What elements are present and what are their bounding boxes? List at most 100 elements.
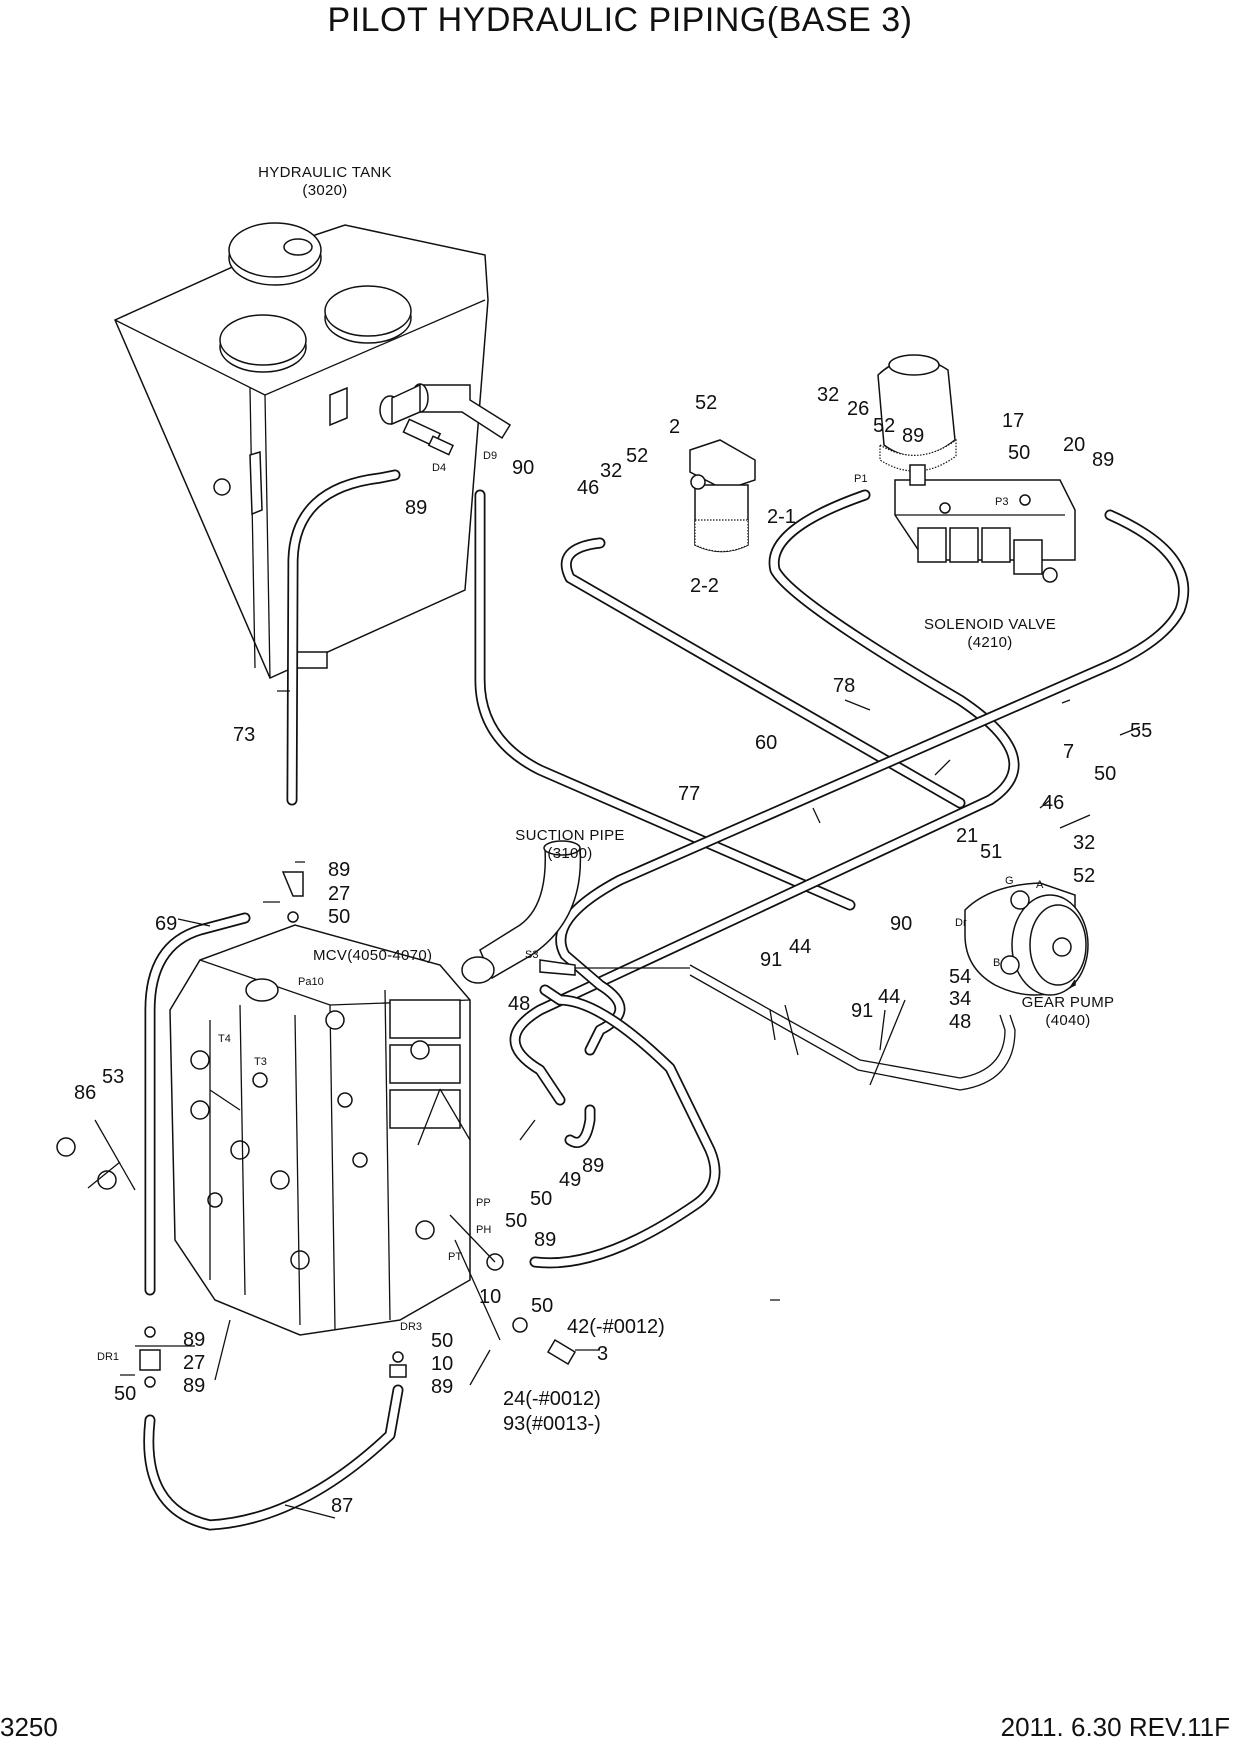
callout-54: 54 — [949, 966, 971, 988]
callout-89: 89 — [405, 497, 427, 519]
caption-solenoid-name: SOLENOID VALVE — [924, 616, 1056, 633]
callout-48: 48 — [949, 1011, 971, 1033]
callout-89: 89 — [1092, 449, 1114, 471]
callout-21: 21 — [956, 825, 978, 847]
pipe-65 — [689, 964, 1006, 1079]
callout-50: 50 — [531, 1295, 553, 1317]
hydraulic-tank — [114, 222, 512, 679]
callout-2-2: 2-2 — [690, 575, 719, 597]
page-number: 3250 — [0, 1712, 58, 1742]
callout-50: 50 — [505, 1210, 527, 1232]
port-mark: A — [1036, 879, 1044, 891]
callout-52: 52 — [626, 445, 648, 467]
callout-10: 10 — [431, 1353, 453, 1375]
callout-2-1: 2-1 — [767, 506, 796, 528]
callout-73: 73 — [233, 724, 255, 746]
callout-51: 51 — [980, 841, 1002, 863]
port-mark: PH — [476, 1224, 491, 1236]
callout-93: 93(#0013-) — [503, 1413, 601, 1435]
callout-24: 24(-#0012) — [503, 1388, 601, 1410]
callout-89: 89 — [328, 859, 350, 881]
callout-52: 52 — [695, 392, 717, 414]
callout-27: 27 — [183, 1352, 205, 1374]
port-mark: DR3 — [400, 1321, 422, 1333]
callout-89: 89 — [431, 1376, 453, 1398]
callout-77: 77 — [678, 783, 700, 805]
callout-42: 42(-#0012) — [567, 1316, 665, 1338]
callout-52: 52 — [873, 415, 895, 437]
suction-pipe — [479, 847, 582, 980]
caption-tank-name: HYDRAULIC TANK — [258, 164, 392, 181]
callout-89: 89 — [183, 1375, 205, 1397]
callout-44: 44 — [878, 986, 900, 1008]
callout-78: 78 — [833, 675, 855, 697]
callout-50: 50 — [1094, 763, 1116, 785]
callout-89: 89 — [582, 1155, 604, 1177]
caption-tank-code: (3020) — [302, 182, 347, 199]
callout-2: 2 — [669, 416, 680, 438]
callout-3: 3 — [597, 1343, 608, 1365]
port-mark: B — [993, 957, 1000, 969]
caption-pump-code: (4040) — [1045, 1012, 1090, 1029]
callout-55: 55 — [1130, 720, 1152, 742]
callout-89: 89 — [902, 425, 924, 447]
callout-50: 50 — [530, 1188, 552, 1210]
port-mark: PP — [476, 1197, 491, 1209]
gear-pump — [964, 882, 1089, 996]
callout-89: 89 — [183, 1329, 205, 1351]
callout-87: 87 — [331, 1495, 353, 1517]
port-mark: DR1 — [97, 1351, 119, 1363]
callout-69: 69 — [155, 913, 177, 935]
callout-48: 48 — [508, 993, 530, 1015]
caption-mcv: MCV(4050-4070) — [313, 947, 432, 964]
callout-46: 46 — [577, 477, 599, 499]
port-mark: S3 — [525, 949, 538, 961]
callout-91: 91 — [760, 949, 782, 971]
callout-34: 34 — [949, 988, 971, 1010]
callout-27: 27 — [328, 883, 350, 905]
port-mark: D9 — [483, 450, 497, 462]
port-mark: D4 — [432, 462, 446, 474]
revision-date: 2011. 6.30 REV.11F — [1000, 1712, 1230, 1742]
port-mark: P1 — [854, 473, 867, 485]
callout-49: 49 — [559, 1169, 581, 1191]
hose-55 — [555, 509, 1190, 1056]
callout-50: 50 — [1008, 442, 1030, 464]
caption-pump-name: GEAR PUMP — [1022, 994, 1115, 1011]
port-mark: PT — [448, 1251, 462, 1263]
callout-53: 53 — [102, 1066, 124, 1088]
callout-90: 90 — [512, 457, 534, 479]
callout-26: 26 — [847, 398, 869, 420]
port-mark: G — [1005, 875, 1014, 887]
mcv-valve — [56, 871, 577, 1388]
callout-7: 7 — [1063, 741, 1074, 763]
port-mark: P3 — [995, 496, 1008, 508]
leader-lines — [87, 690, 1141, 1519]
callout-89: 89 — [534, 1229, 556, 1251]
hose-lines — [143, 469, 1190, 1531]
port-mark: Pa10 — [298, 976, 324, 988]
callout-60: 60 — [755, 732, 777, 754]
component-captions: HYDRAULIC TANK (3020) SOLENOID VALVE (42… — [258, 164, 1114, 1029]
page-title: PILOT HYDRAULIC PIPING(BASE 3) — [327, 1, 913, 39]
pilot-filter — [689, 439, 756, 553]
callout-32: 32 — [600, 460, 622, 482]
port-marks: D9 D4 P1 P3 Dr G A B S3 Pa10 T4 T3 PP PH… — [97, 450, 1044, 1363]
callout-50: 50 — [431, 1330, 453, 1352]
hose-60 — [560, 537, 966, 809]
callout-20: 20 — [1063, 434, 1085, 456]
part-callouts: 52 32 26 52 89 17 2 52 32 46 50 20 89 2-… — [74, 384, 1152, 1517]
accumulator — [877, 354, 957, 486]
callout-50: 50 — [114, 1383, 136, 1405]
callout-90: 90 — [890, 913, 912, 935]
callout-46: 46 — [1042, 792, 1064, 814]
caption-suction-code: (3100) — [547, 845, 592, 862]
callout-50: 50 — [328, 906, 350, 928]
port-mark: T4 — [218, 1033, 231, 1045]
callout-52: 52 — [1073, 865, 1095, 887]
callout-91: 91 — [851, 1000, 873, 1022]
callout-32: 32 — [817, 384, 839, 406]
port-mark: Dr — [955, 917, 967, 929]
